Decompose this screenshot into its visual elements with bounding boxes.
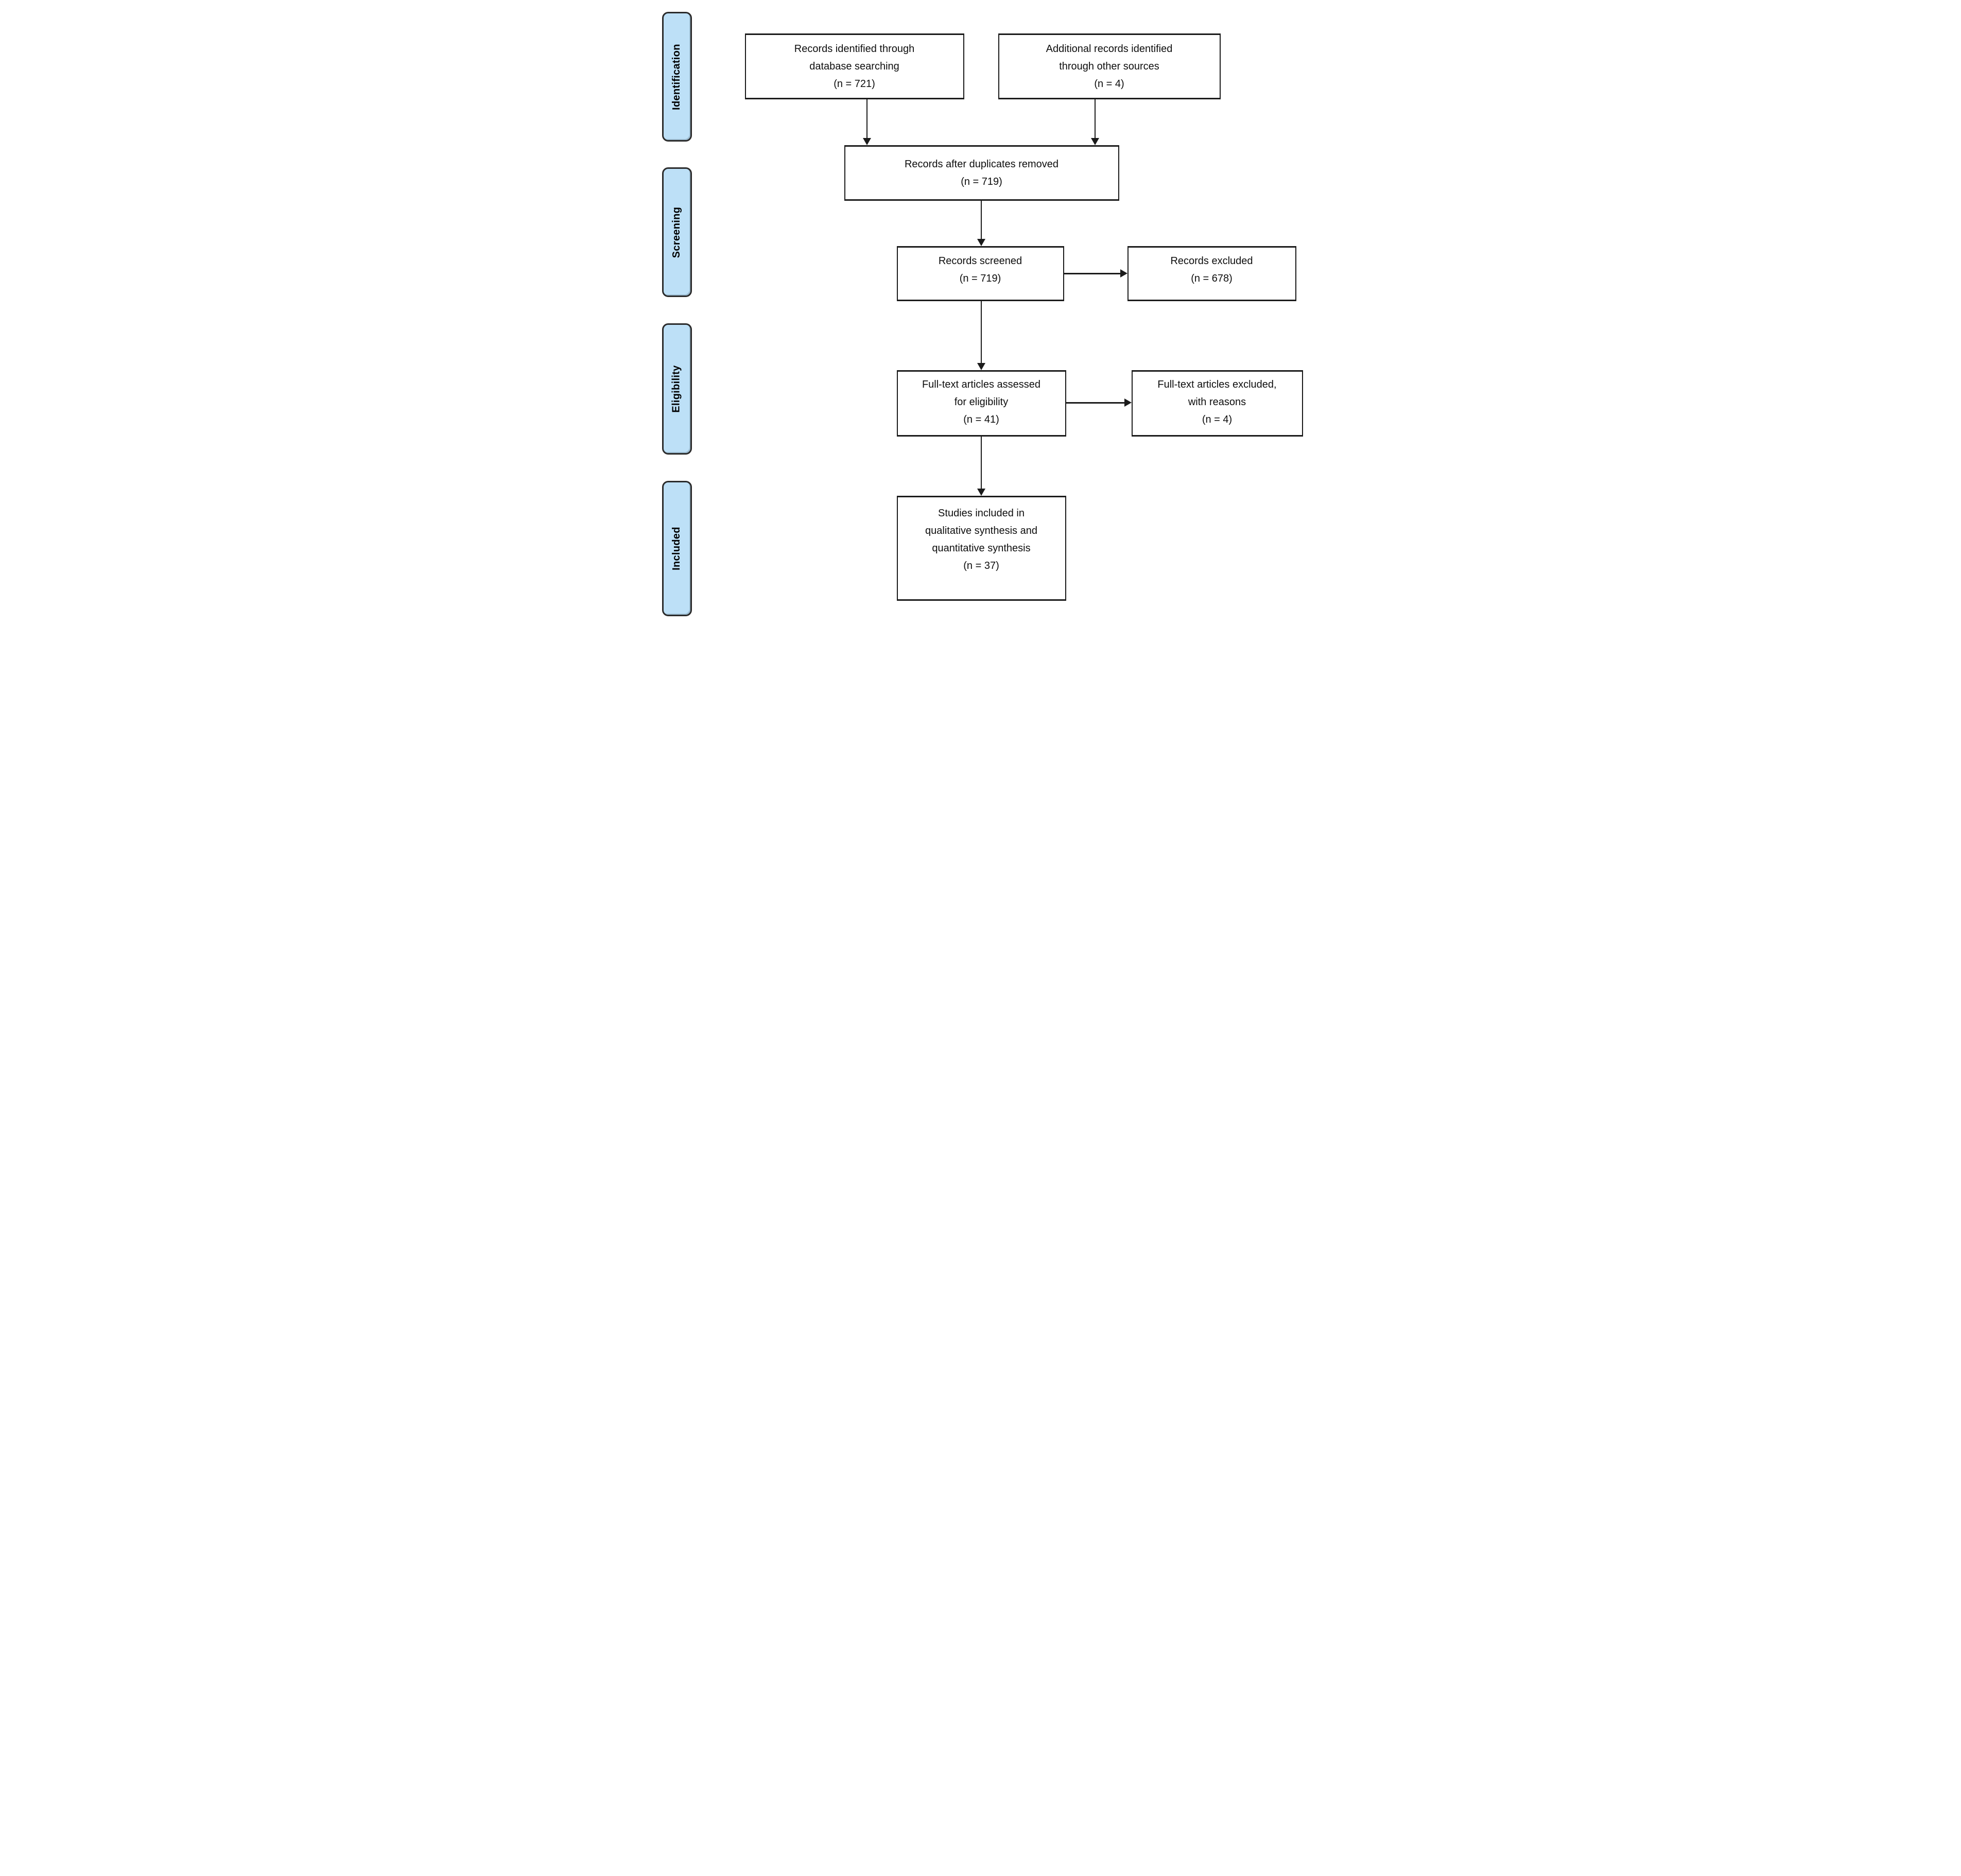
box-records-screened: Records screened (n = 719) (896, 246, 1064, 301)
box-records-excluded: Records excluded (n = 678) (1127, 246, 1296, 301)
arrowhead-right-icon (1120, 269, 1127, 277)
stage-screening: Screening (662, 167, 692, 297)
connector-dedup-to-screened (980, 201, 982, 239)
connector-fulltext-to-included (980, 437, 982, 489)
stage-identification: Identification (662, 12, 692, 142)
arrowhead-down-icon (1090, 138, 1099, 145)
stage-eligibility: Eligibility (662, 323, 692, 455)
prisma-flow-diagram: Identification Screening Eligibility Inc… (653, 0, 1308, 626)
connector-screened-to-fulltext (980, 301, 982, 363)
connector-fulltext-to-fulltext-excluded (1066, 402, 1124, 404)
connector-additional-to-dedup (1094, 99, 1096, 138)
stage-screening-label: Screening (671, 206, 682, 258)
connector-screened-to-excluded (1064, 273, 1120, 274)
arrowhead-down-icon (977, 239, 985, 246)
box-additional-records: Additional records identified through ot… (998, 33, 1221, 99)
stage-eligibility-label: Eligibility (671, 365, 683, 413)
box-fulltext-excluded: Full-text articles excluded, with reason… (1131, 370, 1303, 437)
stage-included-label: Included (671, 527, 683, 570)
box-records-after-duplicates: Records after duplicates removed (n = 71… (844, 145, 1119, 201)
stage-included: Included (662, 481, 692, 616)
box-records-identified: Records identified through database sear… (744, 33, 964, 99)
arrowhead-down-icon (977, 363, 985, 370)
arrowhead-down-icon (862, 138, 871, 145)
box-studies-included: Studies included in qualitative synthesi… (896, 496, 1066, 601)
connector-identified-to-dedup (866, 99, 867, 138)
box-fulltext-assessed: Full-text articles assessed for eligibil… (896, 370, 1066, 437)
stage-identification-label: Identification (671, 43, 682, 110)
arrowhead-right-icon (1124, 398, 1132, 407)
arrowhead-down-icon (977, 489, 985, 496)
